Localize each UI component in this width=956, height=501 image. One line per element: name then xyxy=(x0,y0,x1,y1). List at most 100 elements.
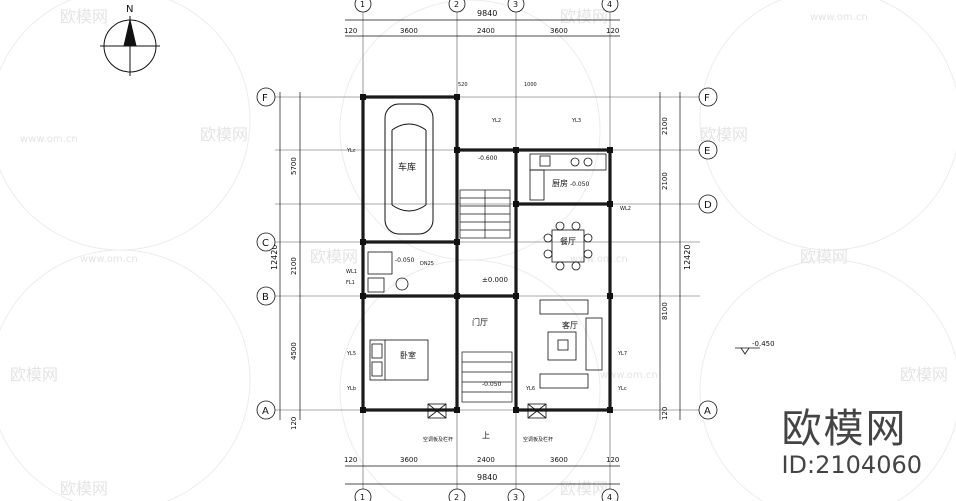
axis-bubbles xyxy=(256,0,718,501)
bottom-dimensions: 120 3600 2400 3600 120 9840 xyxy=(344,456,619,482)
watermark-url: www.om.cn xyxy=(810,12,868,23)
dim-seg: 2400 xyxy=(477,456,495,464)
level-kitchen: -0.050 xyxy=(570,181,590,188)
watermark-brand: 欧模网 xyxy=(560,7,608,26)
dim-seg: 120 xyxy=(290,417,298,430)
axis-labels: 1 2 3 4 1 2 3 4 F C B A F E D A xyxy=(262,0,712,501)
dim-seg: 120 xyxy=(344,27,357,35)
watermark-url: www.om.cn xyxy=(80,254,138,265)
ac-label: 空调板及栏杆 xyxy=(423,436,453,443)
watermark-brand: 欧模网 xyxy=(10,365,58,384)
dim-seg: 2100 xyxy=(290,257,298,275)
dim-seg: 120 xyxy=(606,27,619,35)
car-icon xyxy=(384,103,434,235)
sofa-set-icon xyxy=(539,299,603,389)
dim-seg: 5700 xyxy=(290,157,298,175)
axis-label: A xyxy=(262,406,269,417)
watermark-text-group: 欧模网 欧模网 欧模网 欧模网 欧模网 欧模网 欧模网 欧模网 欧模网 欧模网 … xyxy=(10,7,948,498)
watermark-brand: 欧模网 xyxy=(700,125,748,144)
dim-seg: 3600 xyxy=(550,456,568,464)
room-bedroom: 卧室 xyxy=(400,350,416,360)
watermark-brand: 欧模网 xyxy=(200,125,248,144)
ac-platforms xyxy=(427,403,547,419)
misc-dimensions: 1000 520 xyxy=(458,82,537,88)
axis-label: F xyxy=(704,93,710,104)
pipe-tag: FL1 xyxy=(346,280,355,286)
dim-total-left: 12420 xyxy=(270,245,279,270)
dim-seg: 120 xyxy=(344,456,357,464)
north-label: N xyxy=(126,4,133,15)
level-main: ±0.000 xyxy=(482,276,508,284)
pipe-tag: YLc xyxy=(617,386,627,392)
left-dimensions: 5700 2100 4500 120 12420 xyxy=(270,157,298,430)
dim-seg: 120 xyxy=(606,456,619,464)
top-dimensions: 9840 120 3600 2400 3600 120 xyxy=(344,9,619,35)
room-kitchen: 厨房 xyxy=(552,178,568,188)
watermark-brand: 欧模网 xyxy=(60,7,108,26)
pipe-tags: YLc YL5 YLb WL1 FL1 YL2 YL3 YL6 YL7 YLc … xyxy=(346,118,631,392)
watermark-brand: 欧模网 xyxy=(800,247,848,266)
level-outside: -0.450 xyxy=(752,340,775,348)
watermark-url: www.om.cn xyxy=(20,134,78,145)
pipe-tag: YL7 xyxy=(617,351,627,357)
pipe-tag: YL5 xyxy=(346,351,356,357)
axis-label: F xyxy=(262,93,268,104)
room-garage: 车库 xyxy=(398,161,416,173)
room-living: 客厅 xyxy=(562,320,578,330)
pipe-tag: YLc xyxy=(346,148,356,154)
axis-label: 4 xyxy=(607,493,612,501)
misc-dim: 520 xyxy=(458,82,468,88)
axis-label: 3 xyxy=(513,493,518,501)
watermark-url: www.om.cn xyxy=(570,254,628,265)
pipe-tag: WL2 xyxy=(620,206,631,212)
stairs-main xyxy=(459,189,511,239)
watermark-brand: 欧模网 xyxy=(60,479,108,498)
dim-total-right: 12420 xyxy=(683,245,692,270)
axis-label: 1 xyxy=(360,0,365,9)
axis-label: D xyxy=(704,200,712,211)
axis-label: C xyxy=(262,238,269,249)
room-foyer: 门厅 xyxy=(472,317,488,327)
dimension-lines xyxy=(279,19,681,485)
dim-seg: 8100 xyxy=(661,302,669,320)
north-arrow: N xyxy=(100,4,160,76)
axis-label: 2 xyxy=(454,0,459,9)
stairs-entry xyxy=(461,351,513,403)
level-marker-outside xyxy=(735,347,760,355)
watermark-brand: 欧模网 xyxy=(560,479,608,498)
misc-dim: 1000 xyxy=(524,82,537,88)
dining-table-icon xyxy=(543,221,593,271)
bed-icon xyxy=(369,339,429,381)
dim-seg: 120 xyxy=(661,407,669,420)
dim-seg: 3600 xyxy=(400,27,418,35)
axis-label: 2 xyxy=(454,493,459,501)
level-entry: -0.050 xyxy=(482,381,502,388)
level-stair: -0.600 xyxy=(478,155,498,162)
axis-label: B xyxy=(262,292,269,303)
room-dining: 餐厅 xyxy=(560,237,576,246)
watermark-url: www.om.cn xyxy=(600,370,658,381)
axis-label: 4 xyxy=(607,0,612,9)
watermark-badge: 欧模网 ID:2104060 xyxy=(781,407,922,479)
watermark-brand-large: 欧模网 xyxy=(781,406,908,452)
right-dimensions: 2100 2100 8100 120 12420 xyxy=(661,117,692,420)
axis-label: 3 xyxy=(513,0,518,9)
dim-seg: 3600 xyxy=(400,456,418,464)
ac-label: 空调板及栏杆 xyxy=(523,436,553,443)
dim-seg: 2100 xyxy=(661,117,669,135)
dim-total-top: 9840 xyxy=(477,9,497,18)
watermark-brand: 欧模网 xyxy=(310,247,358,266)
pipe-tag: DN25 xyxy=(420,261,434,267)
bath-fixtures xyxy=(367,251,409,293)
pipe-tag: YL2 xyxy=(491,118,501,124)
dim-seg: 3600 xyxy=(550,27,568,35)
dim-seg: 2100 xyxy=(661,172,669,190)
pipe-tag: YLb xyxy=(346,386,356,392)
pipe-tag: YL3 xyxy=(571,118,581,124)
pipe-tag: WL1 xyxy=(346,269,357,275)
stair-up-label: 上 xyxy=(482,431,490,440)
level-bath: -0.050 xyxy=(395,257,415,264)
dim-seg: 2400 xyxy=(477,27,495,35)
